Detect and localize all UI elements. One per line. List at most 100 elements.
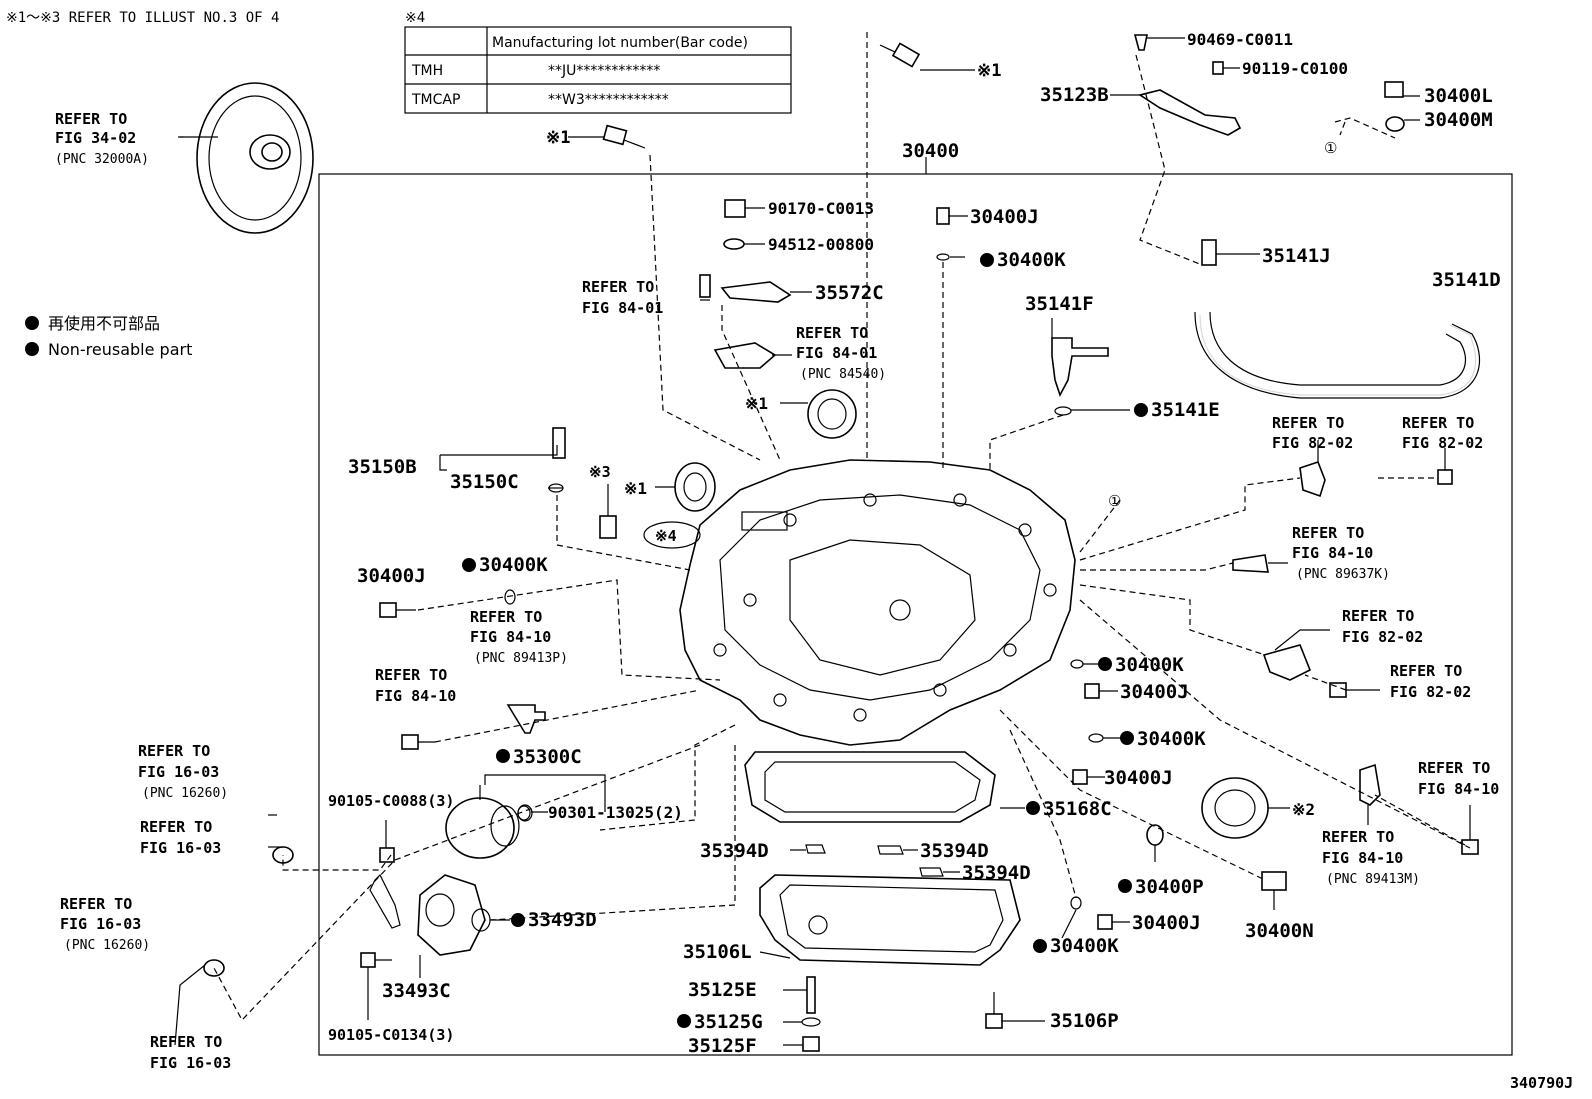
part-label: 30400J xyxy=(1104,767,1173,789)
part-label: 35150C xyxy=(450,471,519,493)
non-reusable-dot-icon xyxy=(1033,939,1047,953)
part-label: ※1 xyxy=(546,128,570,148)
part-label: 30400L xyxy=(1424,85,1493,107)
part-label: 30400K xyxy=(1050,935,1119,957)
non-reusable-dot-icon xyxy=(1134,403,1148,417)
non-reusable-dot-icon xyxy=(1098,657,1112,671)
torque-converter-drawing xyxy=(180,82,314,234)
part-label: ※1 xyxy=(977,61,1001,81)
part-label: 35125E xyxy=(688,979,757,1001)
part-label: 35141J xyxy=(1262,245,1331,267)
part-label: ① xyxy=(1108,492,1121,510)
svg-text:FIG 82-02: FIG 82-02 xyxy=(1272,434,1353,452)
svg-text:FIG 34-02: FIG 34-02 xyxy=(55,129,136,147)
non-reusable-dot-icon xyxy=(25,342,39,356)
svg-text:FIG 16-03: FIG 16-03 xyxy=(60,915,141,933)
part-label: 30400N xyxy=(1245,920,1314,942)
non-reusable-dot-icon xyxy=(980,253,994,267)
svg-text:FIG 16-03: FIG 16-03 xyxy=(140,839,221,857)
part-label: ※1 xyxy=(745,394,768,413)
svg-text:REFER TO: REFER TO xyxy=(582,278,654,296)
svg-text:(PNC 32000A): (PNC 32000A) xyxy=(55,152,149,167)
table-marker: ※4 xyxy=(405,10,425,26)
oil-pan-gasket-drawing xyxy=(744,751,996,823)
lot-row-code: **W3************ xyxy=(548,92,669,108)
part-label: ※1 xyxy=(624,479,647,498)
lot-row-plant: TMH xyxy=(411,63,443,79)
svg-text:REFER TO: REFER TO xyxy=(1418,759,1490,777)
part-label: 35300C xyxy=(513,746,582,768)
refer-illust-note: ※1～※3 REFER TO ILLUST NO.3 OF 4 xyxy=(6,10,279,26)
part-label: ※3 xyxy=(589,463,611,481)
lot-table-header: Manufacturing lot number(Bar code) xyxy=(492,35,748,51)
non-reusable-dot-icon xyxy=(1120,731,1134,745)
svg-text:REFER TO: REFER TO xyxy=(470,608,542,626)
part-label: 30400M xyxy=(1424,109,1493,131)
part-label: 35123B xyxy=(1040,84,1109,106)
svg-text:FIG 84-10: FIG 84-10 xyxy=(470,628,551,646)
refer-callouts: REFER TO FIG 84-01 REFER TO FIG 84-01 (PNC … xyxy=(60,278,1499,1072)
part-labels: 30400 90469-C0011 90119-C0100 35123B 304… xyxy=(328,30,1501,1057)
svg-text:FIG 82-02: FIG 82-02 xyxy=(1390,683,1471,701)
lot-label-marker xyxy=(643,521,701,549)
cooler-drawing xyxy=(369,873,486,956)
legend-en: Non-reusable part xyxy=(48,340,192,359)
svg-text:REFER TO: REFER TO xyxy=(1292,524,1364,542)
non-reusable-dot-icon xyxy=(496,749,510,763)
part-label: 35394D xyxy=(962,862,1031,884)
non-reusable-dot-icon xyxy=(462,558,476,572)
svg-text:(PNC 16260): (PNC 16260) xyxy=(142,786,228,801)
part-label: 30400K xyxy=(1137,728,1206,750)
svg-text:REFER TO: REFER TO xyxy=(140,818,212,836)
svg-text:REFER TO: REFER TO xyxy=(1322,828,1394,846)
svg-text:REFER TO: REFER TO xyxy=(375,666,447,684)
part-label: 33493D xyxy=(528,909,597,931)
manufacturing-lot-table: Manufacturing lot number(Bar code) TMH *… xyxy=(404,26,792,114)
non-reusable-dot-icon xyxy=(1026,801,1040,815)
part-label: 35141F xyxy=(1025,293,1094,315)
svg-text:REFER TO: REFER TO xyxy=(796,324,868,342)
part-label: 35394D xyxy=(700,840,769,862)
ref-fig-84-01: REFER TO FIG 84-01 xyxy=(582,278,663,317)
svg-text:FIG 84-10: FIG 84-10 xyxy=(1418,780,1499,798)
non-reusable-dot-icon xyxy=(677,1014,691,1028)
non-reusable-dot-icon xyxy=(511,913,525,927)
svg-text:FIG 84-01: FIG 84-01 xyxy=(582,299,663,317)
svg-text:REFER TO: REFER TO xyxy=(1390,662,1462,680)
part-label: 35141E xyxy=(1151,399,1220,421)
part-label: 35168C xyxy=(1043,798,1112,820)
part-label: 30400J xyxy=(1132,912,1201,934)
part-label: 90301-13025(2) xyxy=(548,803,683,822)
part-label: 30400J xyxy=(1120,681,1189,703)
ref-fig-82-02-d: REFER TO FIG 82-02 xyxy=(1390,662,1471,701)
part-label: 30400K xyxy=(1115,654,1184,676)
figure-id: 340790J xyxy=(1510,1074,1573,1092)
part-label: 35125G xyxy=(694,1011,763,1033)
oil-pan-drawing xyxy=(759,874,1021,966)
part-label: 35106P xyxy=(1050,1010,1119,1032)
part-label: 35394D xyxy=(920,840,989,862)
part-label: 30400K xyxy=(479,554,548,576)
part-label: 90170-C0013 xyxy=(768,199,874,218)
svg-text:(PNC 89637K): (PNC 89637K) xyxy=(1296,567,1390,582)
part-label: 30400 xyxy=(902,140,959,162)
svg-text:(PNC 16260): (PNC 16260) xyxy=(64,938,150,953)
part-label: 35125F xyxy=(688,1035,757,1057)
svg-text:FIG 84-01: FIG 84-01 xyxy=(796,344,877,362)
svg-text:FIG 84-10: FIG 84-10 xyxy=(1292,544,1373,562)
svg-text:FIG 82-02: FIG 82-02 xyxy=(1342,628,1423,646)
svg-text:(PNC 89413P): (PNC 89413P) xyxy=(474,651,568,666)
part-label: 90105-C0088(3) xyxy=(328,792,454,810)
svg-text:REFER TO: REFER TO xyxy=(138,742,210,760)
part-label: 35150B xyxy=(348,456,417,478)
ref-fig-84-10-89637k: REFER TO FIG 84-10 (PNC 89637K) xyxy=(1292,524,1390,582)
part-label: 90119-C0100 xyxy=(1242,59,1348,78)
